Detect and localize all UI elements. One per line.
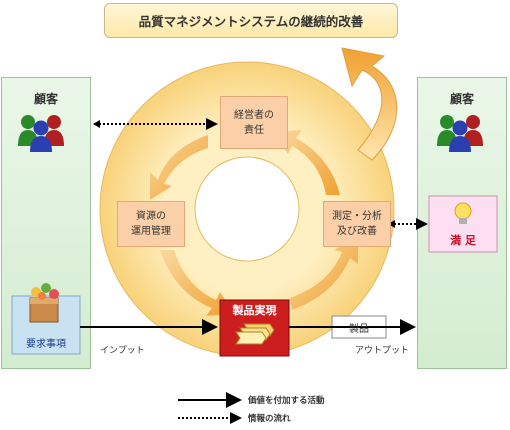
customer-label-right: 顧客 <box>449 92 474 106</box>
measure-box: 測定・分析及び改善 <box>323 201 391 247</box>
resource-line1: 資源の <box>136 211 166 222</box>
measure-line1: 測定・分析 <box>332 211 382 222</box>
resource-line2: 運用管理 <box>131 226 171 237</box>
management-box: 経営者の責任 <box>220 96 288 149</box>
customer-icon-left <box>18 115 64 152</box>
cycle-arrow-bottom-left <box>160 250 234 316</box>
treasure-box-icon <box>29 283 59 323</box>
resource-box: 資源の運用管理 <box>117 201 185 247</box>
input-label: インプット <box>100 346 145 356</box>
product-label: 製品 <box>349 324 369 335</box>
customer-icon-right <box>437 115 483 152</box>
cycle-arrow-top-right <box>274 130 340 195</box>
measure-line2: 及び改善 <box>337 226 377 237</box>
improvement-arrow <box>341 47 398 161</box>
output-label: アウトプット <box>355 346 410 356</box>
customer-label-left: 顧客 <box>33 92 58 106</box>
satisfaction-label: 満 足 <box>450 234 476 247</box>
product-flow-icon <box>235 323 275 345</box>
management-line2: 責任 <box>244 124 264 136</box>
legend-info-flow: 情報の流れ <box>248 414 291 424</box>
management-line1: 経営者の <box>234 109 274 121</box>
cycle-arrow-bottom-right <box>290 236 358 310</box>
realization-label: 製品実現 <box>232 304 277 317</box>
legend-value-activity: 価値を付加する活動 <box>248 396 325 406</box>
requirements-label: 要求事項 <box>26 339 66 350</box>
lightbulb-icon <box>454 202 472 224</box>
diagram-title: 品質マネジメントシステムの継続的改善 <box>104 3 398 38</box>
cycle-arrow-top-left <box>150 135 208 200</box>
